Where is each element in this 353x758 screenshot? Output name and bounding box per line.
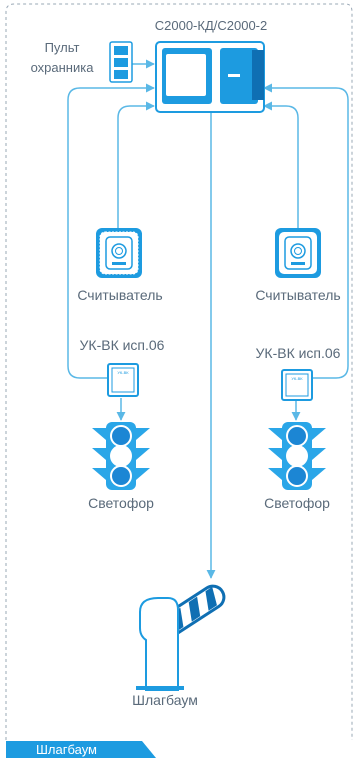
fingerprint-reader-icon bbox=[275, 228, 321, 278]
module-left: УК-ВК исп.06 УК-ВК bbox=[80, 337, 165, 397]
controller-device-icon bbox=[155, 41, 265, 113]
reader-right: Считыватель bbox=[255, 228, 341, 303]
line-module-right-to-controller bbox=[263, 83, 349, 379]
line-reader-right-to-controller bbox=[263, 101, 299, 228]
light-right: Светофор bbox=[264, 422, 330, 511]
footer-tab[interactable]: Шлагбаум bbox=[6, 741, 156, 758]
traffic-light-icon bbox=[92, 422, 150, 490]
keypad-icon bbox=[109, 41, 133, 83]
reader-right-label: Считыватель bbox=[255, 287, 340, 303]
reader-left: Считыватель bbox=[77, 228, 163, 303]
fingerprint-reader-icon bbox=[96, 228, 142, 278]
relay-module-icon: УК-ВК bbox=[107, 363, 139, 397]
line-module-left-to-controller bbox=[67, 83, 155, 379]
footer-tab-label: Шлагбаум bbox=[36, 742, 97, 757]
connection-lines bbox=[67, 59, 349, 579]
module-right-label: УК-ВК исп.06 bbox=[256, 345, 341, 361]
controller: С2000-КД/С2000-2 bbox=[155, 18, 268, 113]
reader-left-label: Считыватель bbox=[77, 287, 162, 303]
module-left-label: УК-ВК исп.06 bbox=[80, 337, 165, 353]
footer-tab-shape bbox=[6, 741, 156, 758]
guard-panel-label-line2: охранника bbox=[31, 60, 95, 75]
module-left-tag: УК-ВК bbox=[117, 370, 129, 375]
boom-barrier-icon bbox=[136, 584, 226, 691]
module-right: УК-ВК исп.06 УК-ВК bbox=[256, 345, 341, 401]
light-left: Светофор bbox=[88, 422, 154, 511]
light-left-label: Светофор bbox=[88, 495, 154, 511]
relay-module-icon: УК-ВК bbox=[281, 369, 313, 401]
dashed-frame bbox=[5, 3, 353, 740]
light-right-label: Светофор bbox=[264, 495, 330, 511]
barrier-label: Шлагбаум bbox=[132, 692, 198, 708]
controller-label: С2000-КД/С2000-2 bbox=[155, 18, 268, 33]
guard-panel: Пульт охранника bbox=[31, 40, 133, 83]
traffic-light-icon bbox=[268, 422, 326, 490]
guard-panel-label-line1: Пульт bbox=[45, 40, 80, 55]
line-reader-left-to-controller bbox=[117, 101, 155, 228]
barrier: Шлагбаум bbox=[132, 584, 226, 708]
module-right-tag: УК-ВК bbox=[291, 376, 303, 381]
